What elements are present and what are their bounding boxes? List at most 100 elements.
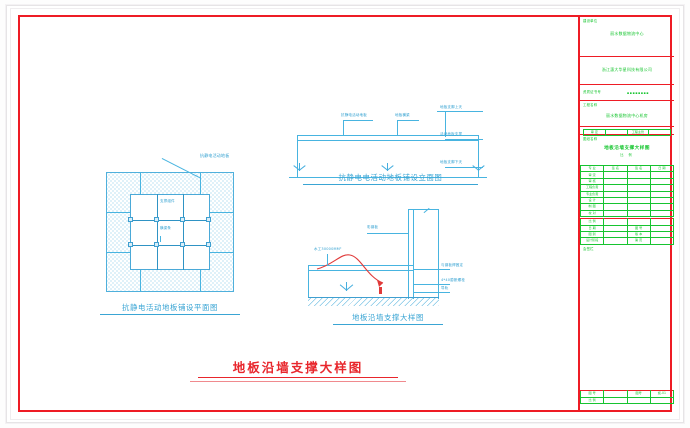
tb-bottom-table: 图 号 图号 施-01 比 例 bbox=[579, 390, 675, 405]
elevation-edge-right bbox=[478, 135, 480, 177]
plan-view-caption: 抗静电活动地板铺设平面图 bbox=[100, 302, 240, 315]
table-row: 设计阶段 第 页 bbox=[579, 237, 675, 245]
elevation-pedestal bbox=[379, 163, 395, 179]
plan-panel-cell bbox=[130, 194, 210, 270]
detail-floor-top bbox=[308, 265, 413, 267]
tb-row-signoff-note: 会签栏 bbox=[580, 245, 674, 255]
tb-drawing-name-value: 地板沿墙支撑大样图 bbox=[604, 146, 650, 152]
plan-inner-label-2: 横梁条 bbox=[160, 226, 172, 230]
tb-bottom-strip: 图 号 图号 施-01 比 例 bbox=[579, 390, 675, 405]
elevation-floor-bottom bbox=[297, 140, 479, 142]
detail-leader bbox=[414, 284, 450, 285]
table-row: 比 例 bbox=[579, 396, 675, 405]
elevation-right-leader bbox=[437, 111, 483, 112]
plan-inner-label-1: 支撑组件 bbox=[160, 199, 175, 203]
plan-pedestal-node bbox=[206, 217, 211, 222]
plan-pedestal-node bbox=[154, 217, 159, 222]
elevation-right-label-2: 活动地板支撑 bbox=[440, 132, 463, 136]
detail-leader bbox=[367, 233, 409, 234]
elevation-right-leader bbox=[445, 139, 483, 140]
plan-pedestal-node bbox=[180, 217, 185, 222]
detail-label-right-2: 4*40膨胀螺栓 bbox=[441, 278, 466, 282]
plan-panel-divider bbox=[130, 245, 210, 247]
elevation-view-group: 抗静电活动地板 地板横梁 地板支脚上天 活动地板支撑 地板支脚下天 抗静电电活动… bbox=[285, 87, 500, 192]
tb-grid-cell[interactable] bbox=[649, 209, 675, 218]
tb-row-design-firm: 浙江惠大华星科技有限公司 bbox=[580, 57, 674, 85]
tb-row-owner: 建设单位 丽水数据物流中心 bbox=[580, 17, 674, 57]
elevation-ground-line bbox=[289, 177, 487, 179]
tb-signature-table: 专 业 签 名 签 名 日 期 审 定 审 核 bbox=[579, 164, 675, 218]
plan-inner-leader bbox=[160, 236, 161, 242]
detail-view-caption: 地板沿墙支撑大样图 bbox=[333, 312, 443, 325]
table-row: 比 例 bbox=[579, 218, 675, 226]
elevation-leader bbox=[397, 120, 398, 135]
tb-grid-cell[interactable] bbox=[603, 209, 628, 218]
tb-approval-right-value[interactable] bbox=[648, 128, 671, 137]
elevation-pedestal bbox=[291, 163, 307, 179]
elevation-right-label-1: 地板支脚上天 bbox=[440, 105, 463, 109]
tb-bottom-cell[interactable] bbox=[603, 396, 628, 405]
tb-approval-right: 工程主管 bbox=[626, 128, 650, 137]
tb-row-approval: 审 定 工程主管 bbox=[580, 127, 674, 137]
tb-grid-row-label: 校 对 bbox=[579, 209, 605, 218]
tb-project-label: 工程名称 bbox=[583, 103, 598, 107]
sheet-main-title: 地板沿墙支撑大样图 bbox=[232, 360, 364, 375]
main-title-underline bbox=[198, 377, 398, 379]
tb-bottom-cell[interactable] bbox=[649, 396, 675, 405]
tb-grid-cell[interactable] bbox=[626, 209, 651, 218]
elevation-right-leader bbox=[445, 167, 483, 168]
detail-floor-edge-left bbox=[308, 265, 310, 298]
frame-vertical-divider bbox=[578, 17, 580, 410]
table-row: 日 期 图 号 bbox=[579, 224, 675, 232]
tb-footer-label: 设计阶段 bbox=[579, 237, 605, 245]
title-block[interactable]: 建设单位 丽水数据物流中心 浙江惠大华星科技有限公司 资质证书号 ▪▪▪▪▪▪▪… bbox=[579, 17, 675, 410]
tb-approval-left-value[interactable] bbox=[604, 128, 628, 137]
detail-leader bbox=[327, 254, 328, 266]
plan-panel-divider bbox=[183, 194, 185, 270]
detail-view-group: 水工30000MM² 彩钢板 与钢板焊固定 4*40膨胀螺栓 导轨 地板沿墙支撑… bbox=[305, 207, 480, 332]
drawing-canvas[interactable]: 抗静电活动地板 支撑组件 横梁条 抗静电活动地板铺设平面图 bbox=[20, 17, 578, 410]
plan-pedestal-node bbox=[128, 217, 133, 222]
tb-design-firm-value: 浙江惠大华星科技有限公司 bbox=[601, 67, 653, 73]
tb-signoff-label: 会签栏 bbox=[583, 246, 594, 251]
tb-owner-label: 建设单位 bbox=[583, 19, 598, 23]
plan-pedestal-node bbox=[128, 242, 133, 247]
tb-row-drawing-name: 图纸名称 地板沿墙支撑大样图 比 例 bbox=[580, 135, 674, 165]
plan-pedestal-node bbox=[206, 242, 211, 247]
drawing-frame: 抗静电活动地板 支撑组件 横梁条 抗静电活动地板铺设平面图 bbox=[18, 15, 675, 412]
tb-approval-table: 审 定 工程主管 bbox=[583, 128, 671, 137]
tb-footer-cell[interactable] bbox=[603, 237, 628, 245]
plan-view-group: 抗静电活动地板 支撑组件 横梁条 抗静电活动地板铺设平面图 bbox=[100, 152, 240, 322]
tb-bottom-drawing-no-value: 施-01 bbox=[649, 390, 675, 398]
elevation-leader bbox=[343, 120, 344, 135]
detail-wall-left bbox=[408, 209, 410, 299]
tb-license-label: 资质证书号 bbox=[583, 89, 601, 94]
tb-project-value: 丽水数据物流中心机房 bbox=[606, 113, 648, 119]
tb-row-license: 资质证书号 ▪▪▪▪▪▪▪▪ bbox=[580, 85, 674, 101]
detail-leader bbox=[414, 269, 450, 270]
elevation-top-label-2: 地板横梁 bbox=[395, 113, 410, 117]
elevation-top-label-1: 抗静电活动地板 bbox=[341, 113, 367, 117]
detail-wall-right bbox=[413, 209, 415, 299]
detail-label-right-3: 导轨 bbox=[441, 286, 449, 290]
plan-pedestal-node bbox=[154, 242, 159, 247]
plan-panel-divider bbox=[157, 194, 159, 270]
elevation-right-leader bbox=[445, 111, 446, 137]
tb-footer-cell[interactable] bbox=[649, 237, 675, 245]
plan-pedestal-node bbox=[180, 242, 185, 247]
detail-wall-top bbox=[408, 209, 439, 210]
tb-drawing-name-label: 图纸名称 bbox=[583, 137, 598, 141]
tb-bottom-cell[interactable] bbox=[626, 396, 651, 405]
detail-label-mid-left: 彩钢板 bbox=[367, 225, 379, 229]
table-row: 图 号 图号 施-01 bbox=[579, 390, 675, 398]
tb-drawing-sub: 比 例 bbox=[620, 153, 634, 158]
elevation-edge-left bbox=[297, 135, 299, 177]
detail-label-upper-left: 水工30000MM² bbox=[314, 247, 342, 251]
main-title-underline-secondary bbox=[190, 381, 406, 382]
detail-leader bbox=[414, 292, 450, 293]
tb-footer-table: 比 例 日 期 图 号 图 别 版 本 bbox=[579, 218, 675, 245]
elevation-floor-top bbox=[297, 135, 479, 137]
table-row: 校 对 bbox=[579, 209, 675, 218]
tb-owner-value: 丽水数据物流中心 bbox=[610, 31, 644, 37]
